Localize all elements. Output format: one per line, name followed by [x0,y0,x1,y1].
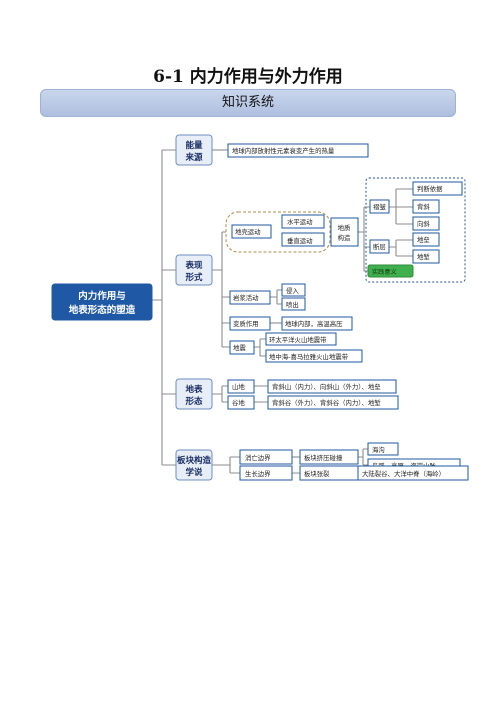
trench-box [367,442,399,456]
constructive-desc: 大陆裂谷、大洋中脊（海岭） [362,469,445,478]
earthquake-item-0-box [265,332,337,346]
magma-box [229,290,271,305]
fold-item-0: 判断依据 [417,184,443,193]
fault-item-1: 地堑 [417,252,430,261]
fold-label: 褶皱 [373,202,386,211]
energy-source-text: 地球内部放射性元素衰变产生的热量 [232,146,335,155]
plate-tectonics-label-line1: 板块构造 [177,455,212,466]
plate-tectonics-label-line2: 学说 [185,467,203,478]
mountain-box [227,379,255,394]
metamorphism-desc-box [281,316,353,331]
mountain-desc: 背斜山（内力）、向斜山（外力）、地垒 [272,382,381,391]
earthquake-label: 地震 [233,343,246,352]
collision-label: 板块挤压碰撞 [304,453,343,462]
fault-item-1-box [412,249,440,264]
destructive-boundary-box [239,449,293,465]
constructive-boundary-label: 生长边界 [245,469,271,478]
earthquake-item-1-box [265,349,363,363]
tension-label: 板块张裂 [304,469,330,478]
practical-significance-box [367,264,414,278]
magma-item-0-box [281,283,306,297]
section-banner: 知识系统 [40,89,456,117]
magma-item-1: 喷出 [286,300,299,309]
metamorphism-desc: 地球内部，高温高压 [285,319,343,328]
mountain-desc-box [267,379,397,394]
energy-source-box [227,143,369,158]
forms-node [175,254,213,286]
fold-box [369,199,390,214]
rift-ridge-box [357,465,469,481]
fold-item-1-box [412,199,440,214]
fault-item-0: 地垒 [417,235,430,244]
landforms-node [175,378,213,410]
metamorphism-box [229,316,271,331]
earthquake-item-1: 地中海-喜马拉雅火山地震带 [269,352,349,361]
geo-structure-box [330,217,359,247]
root-label-line2: 地表形态的塑造 [69,304,136,316]
fold-item-0-box [412,181,463,196]
energy-node [175,134,213,166]
magma-label: 岩浆活动 [233,293,259,302]
valley-desc-box [267,395,399,410]
vertical-motion-label: 垂直运动 [287,236,313,245]
fold-item-1: 背斜 [417,202,430,211]
energy-label-line1: 能量 [185,140,203,151]
fault-item-0-box [412,232,440,247]
valley-desc: 背斜谷（外力）、背斜谷（内力）、地堑 [272,398,381,407]
energy-label-line2: 来源 [184,152,203,163]
magma-item-1-box [281,297,306,311]
valley-label: 谷地 [232,398,245,407]
geo-structure-label-line1: 地质 [338,223,351,232]
vertical-motion-box [281,232,325,247]
practical-significance-label: 实践意义 [372,268,397,276]
horizontal-motion-label: 水平运动 [287,217,313,226]
connector-lines [152,149,413,474]
mountain-label: 山地 [232,382,245,391]
root-node [51,283,153,321]
earthquake-box [229,340,255,355]
root-label-line1: 内力作用与 [78,290,126,302]
forms-label-line1: 表现 [184,260,203,271]
fault-box [369,239,390,254]
horizontal-motion-box [281,214,325,229]
destructive-item-0: 海沟 [372,445,385,454]
fold-item-2-box [412,216,440,231]
plate-tectonics-node [175,449,213,481]
landforms-label-line2: 形态 [185,396,203,407]
magma-item-0: 侵入 [286,286,299,295]
fold-item-2: 向斜 [417,219,430,228]
section-banner-label: 知识系统 [221,95,274,110]
constructive-boundary-box [239,465,293,481]
collision-box [299,449,359,465]
valley-box [227,395,255,410]
crust-motion-label: 地壳运动 [235,227,261,236]
landforms-label-line1: 地表 [185,384,203,395]
fault-label: 断层 [373,242,386,251]
destructive-boundary-label: 消亡边界 [245,453,271,462]
earthquake-item-0: 环太平洋火山地震带 [269,335,327,344]
metamorphism-label: 变质作用 [233,319,259,328]
geo-structure-label-line2: 构造 [338,233,351,242]
page-title: 6-1 内力作用与外力作用 [153,67,343,87]
forms-label-line2: 形式 [185,272,203,283]
crust-motion-box [231,224,272,239]
